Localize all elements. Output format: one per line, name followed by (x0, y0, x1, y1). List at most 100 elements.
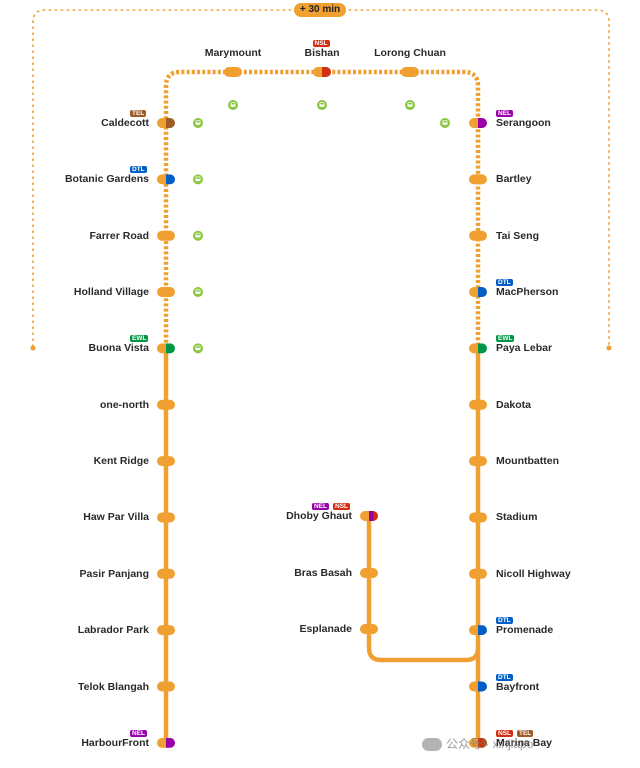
bracket-end-right (606, 345, 612, 351)
station-pill (469, 456, 487, 467)
line-badge-tel: TEL (130, 110, 147, 117)
station-pill-half (157, 174, 166, 185)
station-marker-labrador-park (157, 625, 175, 636)
station-marker-esplanade (360, 624, 378, 634)
bus-icon (440, 118, 450, 128)
closed-segment (163, 69, 481, 348)
station-label-mountbatten: Mountbatten (496, 455, 559, 468)
station-marker-serangoon (469, 118, 487, 128)
interchange-segment-nsl (478, 737, 483, 748)
station-pill (157, 399, 175, 410)
interchange-segment-dtl (478, 681, 487, 692)
station-pill-half (469, 737, 478, 748)
station-pill-half (157, 118, 166, 128)
station-marker-stadium (469, 512, 487, 523)
station-pill (469, 230, 487, 241)
station-label-serangoon: Serangoon (496, 117, 551, 129)
interchange-segment-tel (166, 118, 175, 128)
bus-icon (193, 118, 203, 128)
line-badge-nsl: NSL (333, 503, 350, 510)
station-label-macpherson: MacPherson (496, 286, 559, 299)
station-label-farrer-road: Farrer Road (89, 229, 149, 242)
station-label-buona-vista: Buona Vista (88, 342, 150, 355)
station-marker-marina-bay (469, 737, 487, 748)
station-marker-dhoby-ghaut (360, 511, 378, 521)
station-label-dhoby-ghaut: Dhoby Ghaut (286, 510, 352, 522)
bus-icon (193, 174, 203, 185)
station-pill (157, 625, 175, 636)
interchange-segment-nsl (373, 511, 378, 521)
interchange-segment-tel (482, 737, 487, 748)
station-marker-bishan (313, 67, 331, 77)
line-badge-dtl: DTL (496, 673, 513, 681)
interchange-segment-nsl (322, 67, 331, 77)
line-badge-dtl: DTL (496, 617, 513, 625)
station-label-caldecott: Caldecott (101, 117, 149, 129)
station-marker-kent-ridge (157, 456, 175, 467)
line-badge-nel: NEL (496, 110, 513, 117)
interchange-segment-dtl (166, 174, 175, 185)
station-marker-farrer-road (157, 230, 175, 241)
station-label-one-north: one-north (100, 398, 149, 411)
station-pill-half (313, 67, 322, 77)
station-label-tai-seng: Tai Seng (496, 229, 539, 242)
station-marker-nicoll-highway (469, 568, 487, 579)
station-marker-bras-basah (360, 568, 378, 578)
line-badge-tel: TEL (517, 729, 534, 737)
interchange-segment-ewl (166, 343, 175, 354)
interchange-segment-nel (478, 118, 487, 128)
line-badge-dtl: DTL (496, 279, 513, 287)
extension-segment (366, 516, 481, 663)
station-label-bartley: Bartley (496, 173, 532, 186)
station-label-dakota: Dakota (496, 398, 532, 411)
station-label-stadium: Stadium (496, 511, 538, 524)
station-pill (157, 456, 175, 467)
line-badge-ewl: EWL (130, 335, 149, 343)
line-badge-nsl: NSL (312, 40, 330, 47)
station-pill-half (469, 343, 478, 354)
station-marker-marymount (224, 67, 242, 77)
interchange-segment-nel (369, 511, 374, 521)
station-pill (469, 568, 487, 579)
station-pill (157, 230, 175, 241)
station-marker-one-north (157, 399, 175, 410)
watermark-text: 公众号 · xinjiapo (446, 737, 534, 751)
station-label-botanic-gardens: Botanic Gardens (64, 173, 149, 186)
station-label-promenade: Promenade (496, 624, 554, 637)
station-marker-buona-vista (157, 343, 175, 354)
station-pill (157, 512, 175, 523)
station-pill (157, 287, 175, 298)
station-pill (157, 568, 175, 579)
interchange-segment-nel (166, 737, 175, 748)
watermark: 公众号 · xinjiapo (422, 735, 533, 752)
station-pill (469, 174, 487, 185)
line-badge-nel: NEL (130, 729, 147, 737)
station-pill (401, 67, 419, 77)
station-pill-half (157, 737, 166, 748)
station-pill-half (469, 287, 478, 298)
station-marker-paya-lebar (469, 343, 487, 354)
interchange-segment-dtl (478, 625, 487, 636)
station-marker-promenade (469, 625, 487, 636)
wechat-icon (422, 738, 442, 752)
station-pill (157, 681, 175, 692)
station-label-bras-basah: Bras Basah (294, 567, 352, 579)
station-pill (224, 67, 242, 77)
loop-time-label: + 30 min (294, 3, 346, 17)
station-label-kent-ridge: Kent Ridge (93, 455, 149, 468)
station-marker-holland-village (157, 287, 175, 298)
station-label-lorong-chuan: Lorong Chuan (374, 47, 446, 59)
station-label-nicoll-highway: Nicoll Highway (496, 567, 571, 580)
station-label-pasir-panjang: Pasir Panjang (79, 567, 149, 580)
station-marker-botanic-gardens (157, 174, 175, 185)
station-label-telok-blangah: Telok Blangah (78, 680, 149, 693)
station-label-paya-lebar: Paya Lebar (496, 342, 553, 355)
station-pill-half (469, 681, 478, 692)
station-marker-harbourfront (157, 737, 175, 748)
bus-icon (193, 230, 203, 241)
line-badge-dtl: DTL (130, 166, 147, 174)
interchange-segment-dtl (478, 287, 487, 298)
station-marker-bayfront (469, 681, 487, 692)
station-marker-bartley (469, 174, 487, 185)
station-label-harbourfront: HarbourFront (81, 736, 149, 749)
